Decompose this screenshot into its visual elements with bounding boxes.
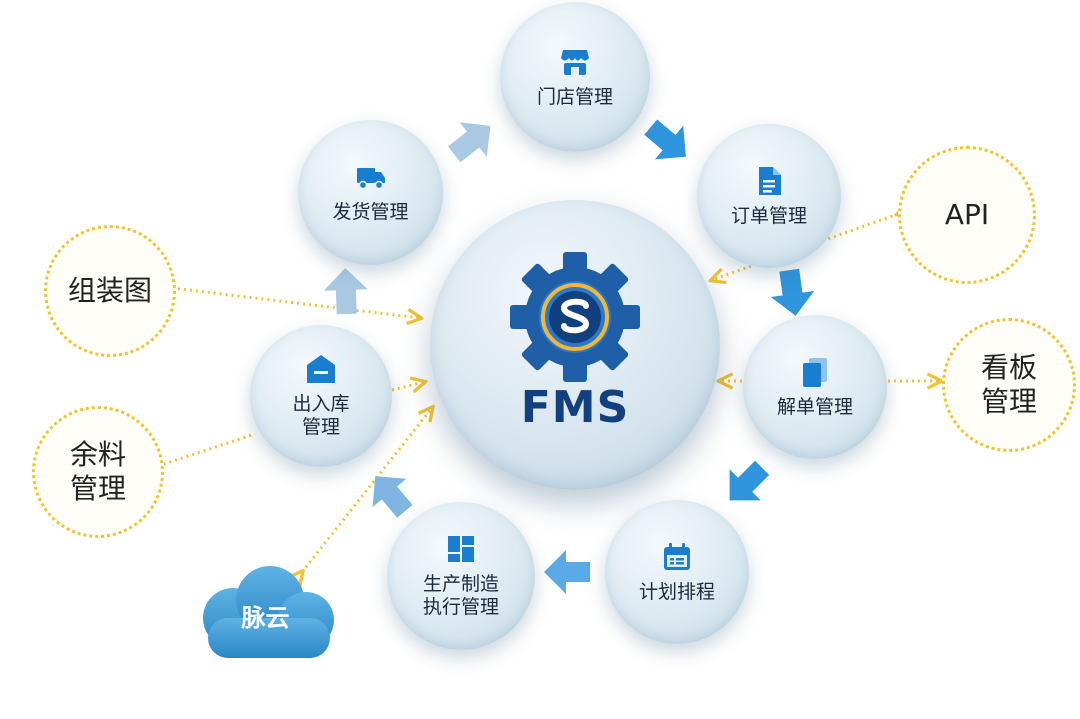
node-production-execution: 生产制造 执行管理 [387,502,535,650]
external-leftover-label: 余料 管理 [70,438,126,506]
node-shipping-label: 发货管理 [332,201,409,223]
external-kanban-line2: 管理 [980,385,1037,418]
dashboard-grid-icon [448,536,474,562]
node-split-management: 解单管理 [743,315,887,459]
node-store-management: 门店管理 [500,2,650,152]
external-api-label: API [944,198,990,231]
fms-hub: FMS [430,200,720,490]
flow-arrow-plan-production [544,550,590,594]
flow-arrow-production-warehouse [372,476,413,518]
cloud-label: 脉云 [241,604,290,632]
copy-icon [803,357,827,387]
flow-arrow-split-plan [729,460,770,501]
node-warehouse-label-line2: 管理 [301,416,340,438]
flow-arrow-warehouse-shipping [323,268,368,315]
fms-gear-logo-icon [510,252,640,382]
external-leftover-line1: 余料 [69,438,126,471]
node-plan-label: 计划排程 [638,580,715,603]
node-order-management: 订单管理 [697,124,841,268]
node-order-label: 订单管理 [730,204,807,227]
node-warehouse-management: 出入库 管理 [250,325,392,467]
connector-cloud [302,408,432,572]
node-split-label: 解单管理 [776,395,853,418]
flow-arrow-store-order [644,119,686,160]
flow-arrow-order-split [770,268,815,316]
external-kanban-label: 看板 管理 [981,351,1037,419]
storefront-icon [561,49,589,75]
flow-arrow-shipping-store [448,122,491,163]
truck-icon [356,168,385,190]
external-api: API [898,146,1036,284]
cloud-icon [203,566,334,658]
warehouse-icon [307,355,335,383]
external-leftover-line2: 管理 [69,472,126,505]
document-icon [759,166,781,195]
fms-title: FMS [520,382,630,433]
node-shipping-management: 发货管理 [298,120,443,265]
external-kanban-line1: 看板 [980,351,1037,384]
external-assembly-label: 组装图 [67,274,152,307]
node-warehouse-label-line1: 出入库 [292,393,350,415]
external-leftover: 余料 管理 [32,406,164,538]
node-store-label: 门店管理 [536,85,613,108]
connector-leftover [158,432,256,466]
connector-warehouse-center [391,382,424,390]
calendar-icon [664,542,690,570]
node-production-label-line1: 生产制造 [422,573,499,595]
node-production-label-line2: 执行管理 [422,596,499,618]
node-plan-scheduling: 计划排程 [605,500,749,644]
external-kanban: 看板 管理 [942,318,1076,452]
connector-assembly [172,288,420,318]
external-assembly: 组装图 [44,225,176,357]
